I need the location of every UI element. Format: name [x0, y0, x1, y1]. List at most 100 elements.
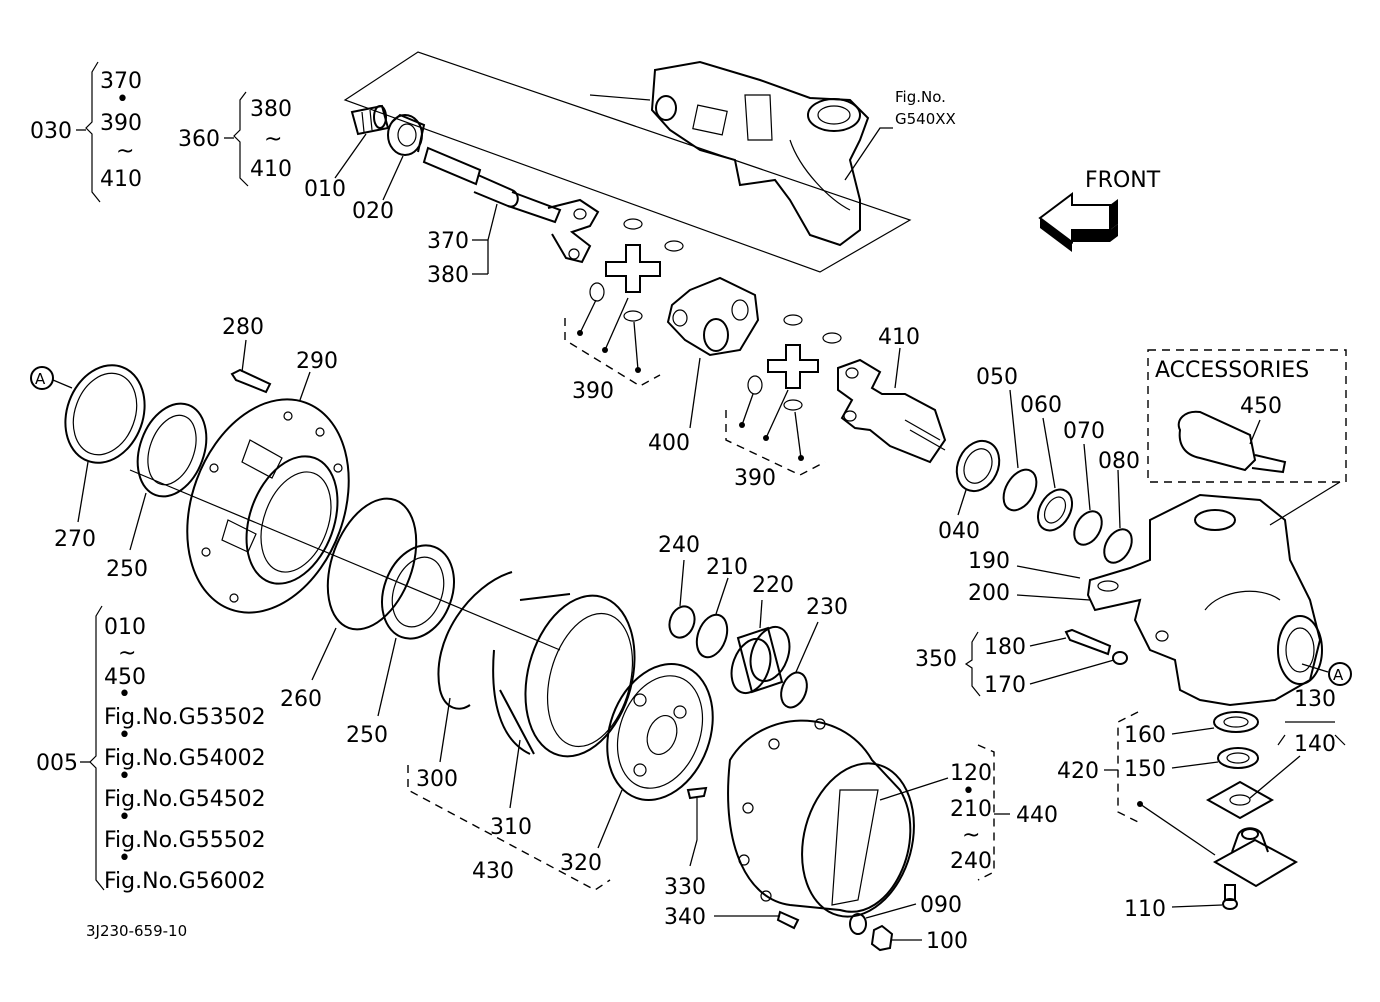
part-250-bearing-left: 250 — [106, 402, 208, 582]
group-005-item-4: Fig.No.G54002 — [104, 746, 266, 771]
label-060: 060 — [1020, 393, 1062, 418]
axle-housing — [589, 60, 870, 247]
shaft-assembly-box — [343, 51, 912, 273]
part-270-seal: 270 — [54, 364, 146, 552]
part-290-hub: 290 — [186, 349, 350, 614]
label-210-group: 210 — [950, 797, 992, 822]
group-005-dot-1: • — [118, 682, 131, 707]
label-040: 040 — [938, 519, 980, 544]
group-130: 130 140 — [1249, 687, 1346, 799]
figure-id: 3J230-659-10 — [86, 922, 187, 940]
label-400: 400 — [648, 431, 690, 456]
callout-a-right-label: A — [1333, 666, 1344, 684]
group-440-id: 440 — [1016, 803, 1058, 828]
label-240-group: 240 — [950, 849, 992, 874]
group-030: 030 370 • 390 ~ 410 — [30, 61, 142, 203]
part-230-bearing: 230 — [780, 595, 848, 709]
group-440-dot: • — [962, 779, 975, 804]
part-250-bearing-right: 250 — [346, 544, 455, 748]
label-330: 330 — [664, 875, 706, 900]
group-420-id: 420 — [1057, 759, 1099, 784]
label-070: 070 — [1063, 419, 1105, 444]
group-005-item-3: Fig.No.G53502 — [104, 705, 266, 730]
label-140: 140 — [1294, 732, 1336, 757]
group-005-id: 005 — [36, 751, 78, 776]
label-370: 370 — [427, 229, 469, 254]
label-300: 300 — [416, 767, 458, 792]
group-005: 005 010 ~ 450 • Fig.No.G53502 • Fig.No.G… — [36, 605, 266, 894]
group-350-id: 350 — [915, 647, 957, 672]
reference-fig-line2: G540XX — [895, 110, 956, 128]
part-080-ring: 080 — [1098, 449, 1140, 564]
group-440: 120 • 210 ~ 240 440 — [950, 744, 1058, 881]
label-380: 380 — [427, 263, 469, 288]
universal-joint-cross-1 — [589, 218, 684, 322]
label-450: 450 — [1240, 394, 1282, 419]
callout-a-right: A — [1301, 662, 1352, 686]
label-270: 270 — [54, 527, 96, 552]
group-030-item-2: 390 — [100, 111, 142, 136]
group-005-dot-2: • — [118, 723, 131, 748]
group-005-tilde: ~ — [118, 641, 136, 666]
label-390-a: 390 — [572, 379, 614, 404]
part-190-knuckle-housing: 190 200 — [968, 493, 1323, 707]
group-360-item-1: 380 — [250, 97, 292, 122]
group-005-item-2: 450 — [104, 665, 146, 690]
label-200: 200 — [968, 581, 1010, 606]
reference-figure-note: Fig.No. G540XX — [844, 88, 956, 181]
label-290: 290 — [296, 349, 338, 374]
assembly-axis-line — [129, 469, 561, 651]
part-140-cover — [1205, 780, 1275, 820]
accessories-label: ACCESSORIES — [1155, 358, 1309, 383]
group-005-item-7: Fig.No.G56002 — [104, 869, 266, 894]
label-410: 410 — [878, 325, 920, 350]
group-130-id: 130 — [1294, 687, 1336, 712]
label-190: 190 — [968, 549, 1010, 574]
group-350: 350 180 170 — [915, 628, 1128, 698]
group-005-item-5: Fig.No.G54502 — [104, 787, 266, 812]
label-220: 220 — [752, 573, 794, 598]
part-400-yoke: 400 — [648, 276, 760, 456]
callout-a-left-label: A — [35, 370, 46, 388]
label-020: 020 — [352, 199, 394, 224]
reference-fig-line1: Fig.No. — [895, 88, 946, 106]
group-440-tilde: ~ — [962, 823, 980, 848]
universal-joint-cross-2 — [747, 314, 842, 411]
group-390-b: 390 — [725, 389, 826, 491]
label-260: 260 — [280, 687, 322, 712]
label-050: 050 — [976, 365, 1018, 390]
part-320-carrier: 320 — [560, 663, 714, 876]
part-090-washer: 090 — [849, 893, 962, 935]
front-arrow: FRONT — [1038, 168, 1161, 252]
part-020-bearing: 020 — [352, 113, 426, 224]
label-280: 280 — [222, 315, 264, 340]
group-030-item-3: 410 — [100, 167, 142, 192]
part-370-380-shaft: 370 380 — [422, 146, 600, 288]
group-030-id: 030 — [30, 119, 72, 144]
label-230: 230 — [806, 595, 848, 620]
part-240-snapring: 240 — [658, 533, 700, 639]
part-300-snapring: 300 — [416, 571, 513, 792]
group-360-item-2: 410 — [250, 157, 292, 182]
label-010: 010 — [304, 177, 346, 202]
part-050-ring: 050 — [976, 365, 1038, 512]
label-160: 160 — [1124, 723, 1166, 748]
front-label: FRONT — [1085, 168, 1161, 193]
label-340: 340 — [664, 905, 706, 930]
part-330-bolt: 330 — [664, 786, 708, 900]
label-210: 210 — [706, 555, 748, 580]
part-410-shaft: 410 — [837, 325, 947, 464]
part-070-ring: 070 — [1063, 419, 1105, 546]
group-005-dot-5: • — [118, 846, 131, 871]
label-090: 090 — [920, 893, 962, 918]
label-170: 170 — [984, 673, 1026, 698]
group-360-tilde: ~ — [264, 127, 282, 152]
part-100-plug: 100 — [870, 924, 968, 954]
label-250-left: 250 — [106, 557, 148, 582]
group-360: 360 380 ~ 410 — [178, 91, 292, 187]
part-280-stud: 280 — [222, 315, 272, 394]
part-260-oring: 260 — [280, 497, 418, 712]
part-040-seal: 040 — [938, 439, 1001, 544]
label-110: 110 — [1124, 897, 1166, 922]
